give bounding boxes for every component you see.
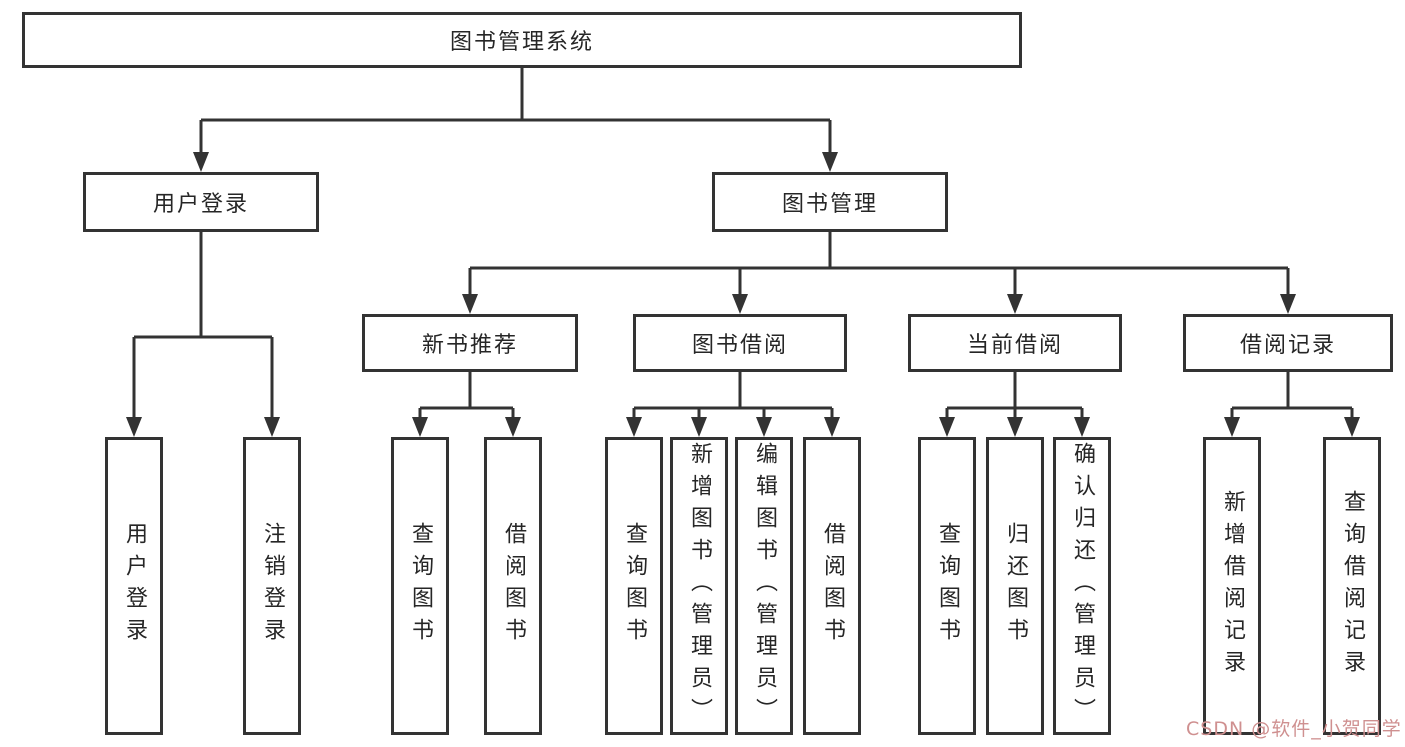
leaf-confirm-return-admin: 确认归还（管理员） bbox=[1053, 437, 1111, 735]
leaf-query-books-3: 查询图书 bbox=[918, 437, 976, 735]
node-label: 借阅图书 bbox=[820, 522, 845, 650]
arrow-down-icon bbox=[732, 294, 748, 314]
leaf-borrow-books-2: 借阅图书 bbox=[803, 437, 861, 735]
node-label: 用户登录 bbox=[122, 522, 147, 650]
leaf-edit-books-admin: 编辑图书（管理员） bbox=[735, 437, 793, 735]
edge-current-bus bbox=[945, 372, 1084, 419]
edge-newbook-bus bbox=[418, 372, 515, 419]
node-label: 查询图书 bbox=[408, 522, 433, 650]
arrow-down-icon bbox=[1224, 417, 1240, 437]
arrow-down-icon bbox=[1280, 294, 1296, 314]
node-borrow-records: 借阅记录 bbox=[1183, 314, 1393, 372]
leaf-query-borrow-record: 查询借阅记录 bbox=[1323, 437, 1381, 735]
arrow-down-icon bbox=[939, 417, 955, 437]
node-label: 新增借阅记录 bbox=[1220, 490, 1245, 682]
node-label: 归还图书 bbox=[1003, 522, 1028, 650]
node-new-book-recommend: 新书推荐 bbox=[362, 314, 578, 372]
arrow-down-icon bbox=[462, 294, 478, 314]
arrow-down-icon bbox=[505, 417, 521, 437]
node-label: 借阅图书 bbox=[501, 522, 526, 650]
node-label: 新书推荐 bbox=[421, 333, 518, 358]
node-label: 查询借阅记录 bbox=[1340, 490, 1365, 682]
edge-bookmgmt-bus bbox=[468, 232, 1290, 296]
arrow-down-icon bbox=[1007, 294, 1023, 314]
leaf-user-login: 用户登录 bbox=[105, 437, 163, 735]
arrow-down-icon bbox=[691, 417, 707, 437]
arrowheads bbox=[126, 152, 1360, 437]
node-label: 编辑图书（管理员） bbox=[752, 442, 777, 730]
edge-borrow-bus bbox=[632, 372, 834, 419]
leaf-add-books-admin: 新增图书（管理员） bbox=[670, 437, 728, 735]
node-label: 查询图书 bbox=[622, 522, 647, 650]
arrow-down-icon bbox=[756, 417, 772, 437]
leaf-return-books: 归还图书 bbox=[986, 437, 1044, 735]
leaf-query-books-1: 查询图书 bbox=[391, 437, 449, 735]
node-label: 查询图书 bbox=[935, 522, 960, 650]
node-label: 图书管理系统 bbox=[449, 30, 594, 55]
node-label: 新增图书（管理员） bbox=[687, 442, 712, 730]
node-label: 注销登录 bbox=[260, 522, 285, 650]
arrow-down-icon bbox=[824, 417, 840, 437]
leaf-logout: 注销登录 bbox=[243, 437, 301, 735]
arrow-down-icon bbox=[626, 417, 642, 437]
node-label: 当前借阅 bbox=[966, 333, 1063, 358]
node-label: 确认归还（管理员） bbox=[1070, 442, 1095, 730]
leaf-add-borrow-record: 新增借阅记录 bbox=[1203, 437, 1261, 735]
arrow-down-icon bbox=[822, 152, 838, 172]
csdn-watermark: CSDN @软件_小贺同学 bbox=[1186, 718, 1402, 740]
node-book-management: 图书管理 bbox=[712, 172, 948, 232]
edge-root-bus bbox=[199, 68, 832, 154]
edge-record-bus bbox=[1230, 372, 1354, 419]
node-label: 用户登录 bbox=[152, 192, 249, 217]
leaf-borrow-books-1: 借阅图书 bbox=[484, 437, 542, 735]
arrow-down-icon bbox=[1344, 417, 1360, 437]
node-label: 借阅记录 bbox=[1239, 333, 1336, 358]
leaf-query-books-2: 查询图书 bbox=[605, 437, 663, 735]
edge-userlogin-bus bbox=[132, 232, 274, 419]
node-label: 图书管理 bbox=[781, 192, 878, 217]
node-current-borrowing: 当前借阅 bbox=[908, 314, 1122, 372]
arrow-down-icon bbox=[1007, 417, 1023, 437]
arrow-down-icon bbox=[264, 417, 280, 437]
arrow-down-icon bbox=[126, 417, 142, 437]
node-book-borrowing: 图书借阅 bbox=[633, 314, 847, 372]
node-label: 图书借阅 bbox=[691, 333, 788, 358]
arrow-down-icon bbox=[412, 417, 428, 437]
node-root-system: 图书管理系统 bbox=[22, 12, 1022, 68]
node-user-login: 用户登录 bbox=[83, 172, 319, 232]
arrow-down-icon bbox=[1074, 417, 1090, 437]
arrow-down-icon bbox=[193, 152, 209, 172]
